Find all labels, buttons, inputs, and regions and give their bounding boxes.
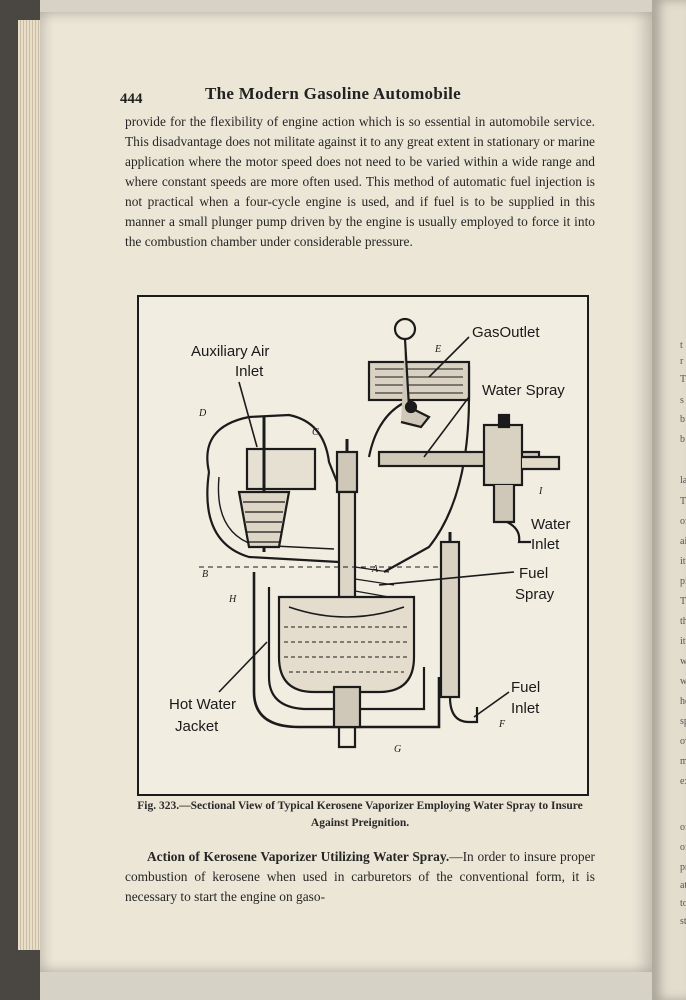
label-water-inlet-2: Inlet: [531, 536, 560, 553]
adjacent-fragment: mi: [680, 756, 686, 767]
spring-coils: [243, 501, 285, 543]
label-water-spray: Water Spray: [482, 382, 565, 399]
adjacent-fragment: s: [680, 395, 684, 406]
label-hot-water-2: Jacket: [175, 718, 219, 735]
adjacent-fragment: T: [680, 596, 686, 607]
label-aux-air-1: Auxiliary Air: [191, 343, 269, 360]
running-head: The Modern Gasoline Automobile: [205, 84, 461, 103]
gas-outlet-body: [367, 360, 471, 402]
adjacent-fragment: T: [680, 496, 686, 507]
adjacent-fragment: of: [680, 516, 686, 527]
vaporizer-figure: Auxiliary Air Inlet GasOutlet Water Spra…: [137, 295, 589, 796]
letter-a: A: [371, 564, 379, 575]
adjacent-fragment: sta: [680, 916, 686, 927]
water-inlet-fitting: [492, 485, 516, 524]
label-fuel-inlet-1: Fuel: [511, 679, 540, 696]
nozzle-head: [335, 450, 359, 494]
adjacent-fragment: pr: [680, 862, 686, 873]
letter-h: H: [228, 594, 237, 605]
letter-d: D: [198, 408, 207, 419]
adjacent-fragment: ex: [680, 776, 686, 787]
figure-caption: Fig. 323.—Sectional View of Typical Kero…: [130, 798, 590, 832]
float: [288, 606, 405, 618]
adjacent-fragment: b: [680, 414, 685, 425]
adjacent-fragment: T: [680, 374, 686, 385]
label-hot-water-1: Hot Water: [169, 696, 236, 713]
caption-text: —Sectional View of Typical Kerosene Vapo…: [179, 800, 583, 829]
adjacent-fragment: ho: [680, 696, 686, 707]
page-number: 444: [120, 91, 143, 107]
fuel-inlet-elbow: [448, 696, 479, 724]
adjacent-fragment: t: [680, 340, 683, 351]
body-paragraph: Action of Kerosene Vaporizer Utilizing W…: [125, 847, 595, 907]
drain-cock: [337, 727, 357, 749]
fuel-inlet-column: [439, 540, 461, 699]
caption-label: Fig. 323.: [137, 800, 180, 812]
adjacent-fragment: th: [680, 616, 686, 627]
label-fuel-spray-2: Spray: [515, 586, 555, 603]
drain-plug: [332, 685, 362, 729]
label-gas-outlet: GasOutlet: [472, 324, 540, 341]
adjacent-fragment: it: [680, 636, 686, 647]
adjacent-fragment: wi: [680, 676, 686, 687]
outlet-hatching: [375, 368, 463, 394]
label-aux-air-2: Inlet: [235, 363, 264, 380]
adjacent-fragment: pi: [680, 576, 686, 587]
leader-fuel-inlet: [473, 691, 510, 718]
paragraph-text: Action of Kerosene Vaporizer Utilizing W…: [125, 847, 595, 907]
valve-spring: [237, 490, 291, 549]
spray-valve-cap: [497, 413, 511, 429]
adjacent-fragment: b: [680, 434, 685, 445]
paragraph-continuation: —In order to insure proper combustion of…: [125, 849, 595, 904]
vaporizer-diagram: Auxiliary Air Inlet GasOutlet Water Spra…: [169, 317, 570, 755]
letter-b: B: [202, 569, 208, 580]
letter-g: G: [394, 744, 401, 755]
lever-pivot: [393, 317, 417, 341]
adjacent-fragment: sp: [680, 716, 686, 727]
adjacent-fragment: ai: [680, 536, 686, 547]
leader-water-spray: [423, 396, 470, 458]
label-fuel-inlet-2: Inlet: [511, 700, 540, 717]
adjacent-fragment: at: [680, 880, 686, 891]
float-bowl: [277, 595, 416, 694]
leader-aux-air: [238, 381, 258, 448]
adjacent-fragment: to: [680, 898, 686, 909]
adjacent-fragment: ov: [680, 736, 686, 747]
spray-adjuster: [522, 455, 561, 471]
adjacent-fragment: r: [680, 356, 684, 367]
leader-gas-outlet: [428, 336, 470, 378]
letter-e: E: [434, 344, 441, 355]
air-chamber-outline: [206, 413, 341, 488]
leader-hot-water: [218, 641, 268, 693]
adjacent-fragment: of: [680, 822, 686, 833]
body-paragraph: provide for the flexibility of engine ac…: [125, 112, 595, 252]
paragraph-text: provide for the flexibility of engine ac…: [125, 114, 595, 249]
spray-valve-body: [482, 423, 524, 487]
adjacent-fragment: la: [680, 475, 686, 486]
letter-i: I: [538, 486, 543, 497]
hot-water-jacket-inner: [267, 587, 426, 711]
page-edges: [18, 20, 42, 950]
leader-fuel-spray: [378, 571, 515, 586]
hot-water-jacket-outer: [252, 572, 441, 729]
adjacent-fragment: of: [680, 842, 686, 853]
label-water-inlet-1: Water: [531, 516, 570, 533]
letter-f: F: [498, 719, 506, 730]
lever-pin: [404, 400, 418, 414]
mixing-passage: [206, 471, 340, 564]
air-valve-cap: [245, 447, 317, 491]
adjacent-fragment: wi: [680, 656, 686, 667]
letter-c: C: [312, 427, 319, 438]
label-fuel-spray-1: Fuel: [519, 565, 548, 582]
water-inlet-pipe: [506, 521, 531, 544]
adjacent-page: t r T s b b la T of ai it pi T th it wi …: [652, 0, 686, 1000]
adjacent-fragment: it: [680, 556, 686, 567]
section-run-in-heading: Action of Kerosene Vaporizer Utilizing W…: [147, 849, 450, 864]
